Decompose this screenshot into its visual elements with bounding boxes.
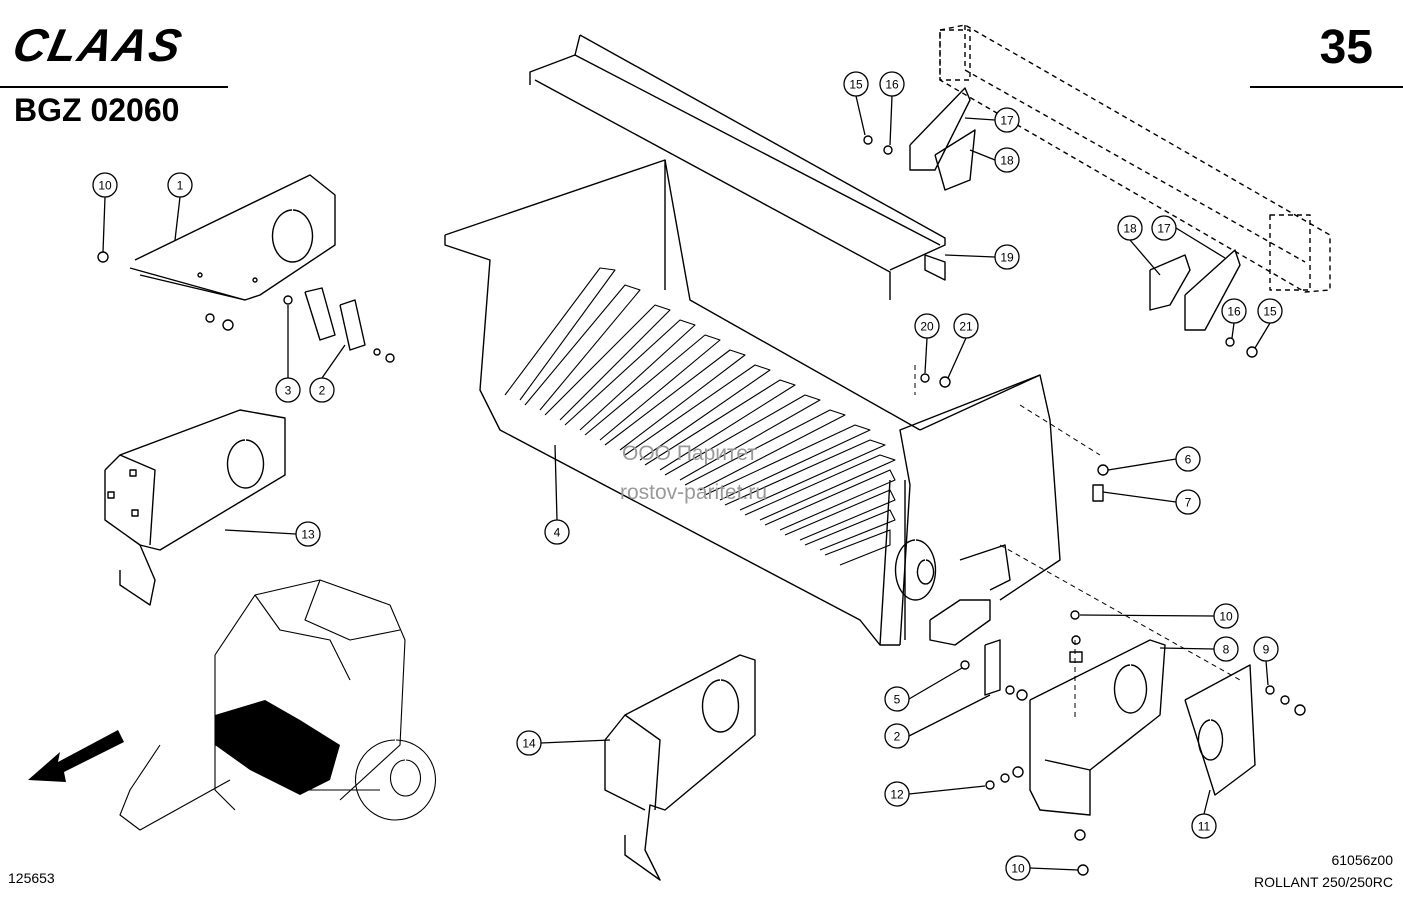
callout: 13 — [224, 521, 321, 547]
callouts: 10 1 3 2 13 15 16 17 18 19 18 17 16 15 2… — [92, 71, 1283, 881]
svg-text:10: 10 — [98, 179, 112, 193]
svg-text:17: 17 — [1000, 114, 1014, 128]
svg-text:5: 5 — [894, 693, 901, 707]
svg-text:17: 17 — [1157, 222, 1171, 236]
document-code: BGZ 02060 — [14, 92, 180, 128]
callout: 21 — [947, 313, 979, 379]
svg-text:1: 1 — [177, 179, 184, 193]
svg-text:18: 18 — [1123, 222, 1137, 236]
svg-text:13: 13 — [301, 528, 315, 542]
side-cover-13 — [104, 409, 286, 606]
bracket-2-top — [97, 251, 395, 363]
svg-text:19: 19 — [1000, 251, 1014, 265]
callout: 1 — [167, 172, 193, 241]
svg-text:2: 2 — [894, 730, 901, 744]
machine-highlight — [215, 700, 340, 795]
callout: 11 — [1191, 789, 1217, 839]
figure-id-right: 61056z00 — [1331, 852, 1393, 868]
callout: 8 — [1159, 636, 1239, 662]
bracket-2-lower — [960, 639, 1089, 876]
svg-text:15: 15 — [1263, 305, 1277, 319]
callout: 2 — [309, 344, 346, 403]
svg-text:2: 2 — [319, 384, 326, 398]
callout: 17 — [964, 107, 1020, 133]
rotor-fins — [504, 267, 896, 566]
callout: 18 — [1117, 215, 1161, 276]
model-name: ROLLANT 250/250RC — [1253, 874, 1393, 890]
callout: 5 — [884, 667, 963, 712]
svg-text:16: 16 — [1227, 305, 1241, 319]
callout: 3 — [275, 305, 301, 403]
callout: 16 — [1221, 298, 1247, 339]
bracket-17-18-top — [863, 87, 976, 191]
callout: 10 — [92, 172, 118, 253]
callout: 15 — [843, 71, 869, 136]
side-cover-14 — [604, 654, 756, 881]
svg-text:14: 14 — [522, 737, 536, 751]
header-rule-left — [0, 86, 228, 88]
svg-text:20: 20 — [920, 320, 934, 334]
cover-8 — [1029, 610, 1166, 816]
machine-thumbnail — [119, 579, 437, 831]
svg-text:9: 9 — [1263, 643, 1270, 657]
svg-text:8: 8 — [1223, 643, 1230, 657]
watermark-url: rostov-paritet.ru — [620, 481, 768, 504]
callout: 12 — [884, 781, 986, 807]
svg-text:6: 6 — [1185, 453, 1192, 467]
svg-text:12: 12 — [890, 788, 904, 802]
svg-text:4: 4 — [554, 526, 561, 540]
callout: 7 — [1102, 489, 1201, 515]
callout: 14 — [516, 730, 611, 756]
svg-text:18: 18 — [1000, 154, 1014, 168]
flange-plate-11 — [1184, 664, 1306, 796]
cross-member-19 — [529, 34, 946, 300]
callout: 6 — [1107, 446, 1201, 472]
callout: 10 — [1079, 603, 1239, 629]
header-rule-right — [1250, 86, 1403, 88]
watermark-company: ООО Паритет — [622, 442, 758, 465]
svg-text:11: 11 — [1198, 820, 1211, 834]
figure-id-left: 125653 — [8, 870, 55, 886]
callout: 15 — [1254, 298, 1283, 349]
svg-text:3: 3 — [285, 384, 292, 398]
svg-text:16: 16 — [885, 78, 899, 92]
page-number: 35 — [1319, 21, 1373, 74]
callout: 2 — [884, 694, 991, 749]
cover-plate-1 — [129, 174, 336, 301]
callout: 16 — [879, 71, 905, 146]
rotor-housing-4 — [444, 159, 1061, 646]
direction-arrow-icon — [28, 730, 124, 782]
svg-text:10: 10 — [1219, 610, 1233, 624]
bracket-17-18-mid — [920, 249, 1258, 388]
leader-dashes — [914, 365, 1241, 720]
callout: 20 — [914, 313, 940, 374]
svg-text:15: 15 — [849, 78, 863, 92]
callout: 9 — [1253, 636, 1279, 686]
frame-beam — [939, 24, 1331, 293]
bolt-6-7 — [1092, 464, 1109, 502]
callout: 19 — [944, 244, 1020, 270]
callout: 4 — [544, 444, 570, 545]
svg-text:10: 10 — [1011, 862, 1025, 876]
callout: 18 — [969, 147, 1020, 173]
callout: 17 — [1151, 215, 1226, 259]
svg-text:21: 21 — [959, 320, 973, 334]
callout: 10 — [1005, 855, 1079, 881]
svg-text:7: 7 — [1185, 496, 1192, 510]
